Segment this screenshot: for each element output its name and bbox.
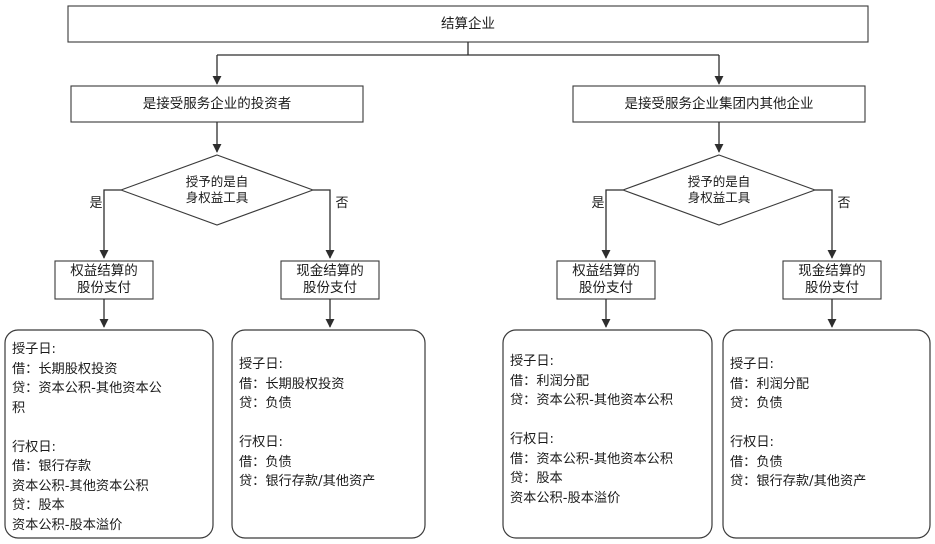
node-outcome-0-0[interactable] <box>54 260 154 300</box>
detail-box-1-1[interactable] <box>722 329 931 539</box>
detail-text-1-1: 授子日: 借：利润分配 贷：负债 行权日: 借：负债 贷：银行存款/其他资产 <box>730 357 867 489</box>
decision-diamond-1[interactable] <box>621 154 817 226</box>
connector-decision-0-no <box>313 189 335 259</box>
decision-diamond-0-label: 授予的是自 身权益工具 <box>185 174 249 205</box>
branch-label-0-no: 否 <box>335 196 349 211</box>
node-outcome-0-1[interactable] <box>280 260 380 300</box>
connector-decision-0-yes <box>99 189 121 259</box>
connector-decision-1-yes <box>601 189 623 259</box>
detail-box-1-0[interactable] <box>502 329 713 539</box>
node-condition-0[interactable] <box>70 85 364 123</box>
decision-diamond-1-label: 授予的是自 身权益工具 <box>687 174 751 205</box>
detail-box-0-0[interactable] <box>4 329 214 539</box>
node-condition-1[interactable] <box>572 85 866 123</box>
detail-text-1-0: 授子日: 借：利润分配 贷：资本公积-其他资本公积 行权日: 借：资本公积-其他… <box>510 354 674 506</box>
connector-decision-1-no <box>815 189 837 259</box>
node-settlement-enterprise[interactable] <box>67 5 869 43</box>
branch-label-1-no: 否 <box>837 196 851 211</box>
decision-diamond-0[interactable] <box>119 154 315 226</box>
node-outcome-1-1[interactable] <box>782 260 882 300</box>
branch-label-1-yes: 是 <box>591 196 605 211</box>
branch-label-0-yes: 是 <box>89 196 103 211</box>
node-outcome-1-0[interactable] <box>556 260 656 300</box>
detail-box-0-1[interactable] <box>231 329 426 539</box>
detail-text-0-0: 授子日: 借：长期股权投资 贷：资本公积-其他资本公 积 行权日: 借：银行存款… <box>12 342 162 533</box>
detail-text-0-1: 授子日: 借：长期股权投资 贷：负债 行权日: 借：负债 贷：银行存款/其他资产 <box>239 357 376 489</box>
